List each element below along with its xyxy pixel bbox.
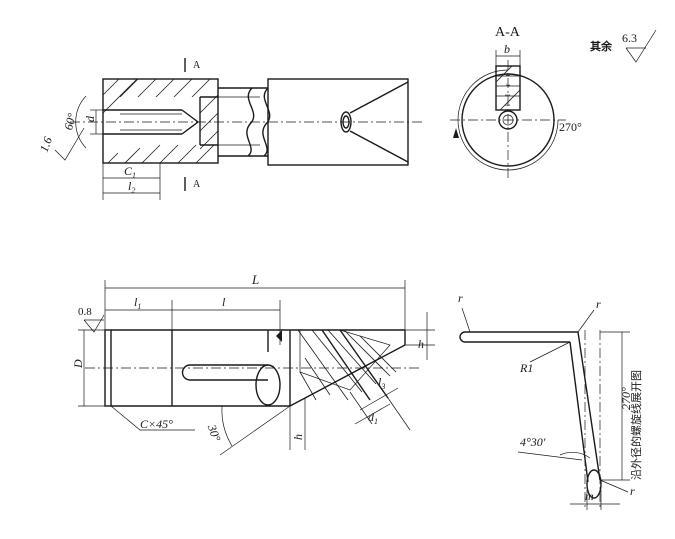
roughness-note-value: 6.3 (622, 31, 637, 45)
dim-h-bottom: h (291, 434, 305, 440)
dim-l: l (222, 295, 226, 309)
dim-l1: l1 (134, 295, 141, 311)
dim-R1: R1 (519, 361, 533, 375)
dim-angle-270-dev: 270° (619, 387, 633, 410)
dim-L: L (251, 272, 259, 287)
dim-r-top-right: r (596, 297, 601, 311)
slot-label-2: r (504, 83, 512, 86)
dim-angle-4-30: 4°30′ (520, 435, 546, 449)
front-view: L l1 l 0.8 D (71, 272, 435, 456)
roughness-1-6: 1.6 (37, 135, 55, 154)
hatch-block-left (102, 78, 219, 164)
dim-l3: l3 (378, 375, 385, 391)
slot-label-4: l (504, 104, 512, 106)
hatch-front-angled (297, 329, 397, 401)
dim-angle-60: 60° (61, 111, 79, 131)
slot-label-1: t (504, 74, 512, 76)
section-title: A-A (495, 25, 521, 40)
section-mark-top: A (193, 60, 201, 71)
dim-angle-30: 30° (204, 422, 223, 444)
development-view: r r R1 270° 沿外径的螺旋线展开图 4°30′ m r (458, 291, 643, 510)
dim-b: b (504, 42, 510, 56)
dim-m: m (585, 489, 594, 503)
dim-chamfer: C×45° (140, 417, 173, 431)
section-view: A-A t r l l b 270° (450, 25, 582, 180)
roughness-note: 其余 6.3 (590, 29, 657, 63)
dim-h-right: h (418, 337, 424, 351)
dim-c1: C1 (124, 164, 136, 180)
dim-r-top-left: r (458, 291, 463, 305)
top-view: A A d 60° 1.6 C1 l2 (37, 58, 425, 200)
section-mark-bottom: A (193, 179, 201, 190)
dim-angle-270: 270° (559, 120, 582, 134)
dim-l2: l2 (128, 179, 135, 195)
roughness-note-text: 其余 (590, 39, 613, 53)
dim-r-bottom: r (630, 484, 635, 498)
dim-d: d (83, 115, 97, 122)
roughness-0-8: 0.8 (78, 306, 92, 318)
vertical-note: 沿外径的螺旋线展开图 (629, 370, 643, 480)
dim-d1: d1 (368, 410, 378, 426)
dim-D: D (71, 359, 85, 369)
slot-label-3: l (504, 94, 512, 96)
